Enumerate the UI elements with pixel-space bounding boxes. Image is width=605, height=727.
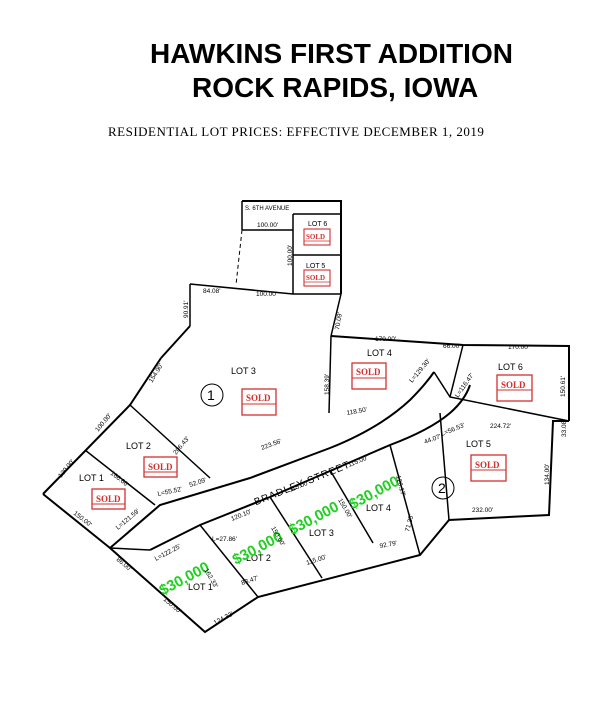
svg-text:166.66': 166.66' bbox=[109, 470, 130, 489]
svg-text:124.32': 124.32' bbox=[213, 611, 235, 627]
svg-text:150.61': 150.61' bbox=[560, 376, 567, 397]
sold-badge: SOLD bbox=[303, 269, 331, 287]
svg-text:100.00': 100.00' bbox=[256, 291, 277, 298]
block-1-marker bbox=[200, 383, 224, 407]
avenue-label: S. 6TH AVENUE bbox=[245, 206, 289, 212]
sold-badge: SOLD bbox=[91, 488, 126, 510]
svg-text:84.08': 84.08' bbox=[203, 288, 221, 295]
svg-text:SOLD: SOLD bbox=[96, 494, 121, 504]
block1-lot3-label: LOT 3 bbox=[231, 366, 256, 376]
svg-text:SOLD: SOLD bbox=[246, 393, 271, 403]
svg-text:150.00': 150.00' bbox=[162, 596, 183, 615]
sold-badge: SOLD bbox=[303, 228, 331, 246]
block2-lot3-label: LOT 3 bbox=[309, 528, 334, 538]
block1-lot4-label: LOT 4 bbox=[367, 348, 392, 358]
sold-badge: SOLD bbox=[241, 388, 277, 416]
svg-text:120.00': 120.00' bbox=[57, 459, 76, 480]
svg-text:115.00': 115.00' bbox=[305, 554, 327, 567]
block1-lot5-label: LOT 5 bbox=[306, 263, 325, 270]
block2-lot2-label: LOT 2 bbox=[246, 553, 271, 563]
block-1-number: 1 bbox=[207, 387, 215, 403]
svg-text:L=121.59': L=121.59' bbox=[115, 508, 141, 532]
svg-text:83.47': 83.47' bbox=[240, 575, 259, 587]
sold-badge: SOLD bbox=[470, 454, 507, 482]
svg-text:71.35': 71.35' bbox=[404, 514, 415, 533]
block2-lot4-label: LOT 4 bbox=[366, 503, 391, 513]
svg-text:SOLD: SOLD bbox=[356, 367, 381, 377]
svg-text:70.09': 70.09' bbox=[334, 312, 344, 330]
svg-text:118.50': 118.50' bbox=[346, 406, 368, 416]
block-2-marker bbox=[431, 476, 455, 500]
svg-text:134.00': 134.00' bbox=[544, 464, 551, 485]
svg-text:SOLD: SOLD bbox=[475, 460, 500, 470]
sold-badge: SOLD bbox=[351, 362, 387, 390]
svg-text:L=55.52': L=55.52' bbox=[157, 486, 183, 498]
map-subtitle: RESIDENTIAL LOT PRICES: EFFECTIVE DECEMB… bbox=[108, 124, 485, 139]
svg-text:232.00': 232.00' bbox=[472, 507, 493, 514]
block2-lot1-label: LOT 1 bbox=[188, 582, 213, 592]
block2-lot5-label: LOT 5 bbox=[466, 439, 491, 449]
svg-text:90.91': 90.91' bbox=[183, 300, 190, 318]
svg-text:224.72': 224.72' bbox=[490, 423, 511, 430]
map-title-line-1: HAWKINS FIRST ADDITION bbox=[150, 38, 513, 69]
svg-text:SOLD: SOLD bbox=[501, 380, 526, 390]
svg-text:170.00': 170.00' bbox=[508, 344, 529, 351]
block-2-number: 2 bbox=[438, 480, 446, 496]
svg-text:158.39': 158.39' bbox=[324, 374, 331, 395]
block1-lot1-label: LOT 1 bbox=[79, 473, 104, 483]
sold-badge: SOLD bbox=[496, 374, 533, 402]
svg-text:223.56': 223.56' bbox=[260, 438, 282, 452]
svg-text:SOLD: SOLD bbox=[306, 233, 325, 241]
svg-text:100.00': 100.00' bbox=[287, 245, 294, 266]
block1-lot2-label: LOT 2 bbox=[126, 441, 151, 451]
svg-text:92.79': 92.79' bbox=[379, 540, 397, 550]
block2-lot6-label: LOT 6 bbox=[498, 362, 523, 372]
svg-text:100.00': 100.00' bbox=[257, 222, 278, 229]
avenue-outline bbox=[242, 200, 342, 294]
svg-text:100.00': 100.00' bbox=[94, 413, 113, 434]
svg-text:L=56.53': L=56.53' bbox=[440, 422, 466, 438]
lot-boundaries bbox=[42, 200, 570, 634]
sold-badge: SOLD bbox=[143, 456, 178, 478]
svg-text:44.07': 44.07' bbox=[423, 433, 442, 446]
svg-text:170.00': 170.00' bbox=[375, 336, 396, 343]
block1-lot6-label: LOT 6 bbox=[308, 221, 327, 228]
map-title-line-2: ROCK RAPIDS, IOWA bbox=[192, 72, 479, 103]
svg-text:SOLD: SOLD bbox=[306, 274, 325, 282]
svg-text:66.00': 66.00' bbox=[443, 343, 461, 350]
svg-text:L=27.86': L=27.86' bbox=[212, 536, 237, 543]
svg-text:SOLD: SOLD bbox=[148, 462, 173, 472]
svg-text:86.00': 86.00' bbox=[115, 556, 133, 573]
price-tag: $30,000 bbox=[157, 559, 213, 599]
dimension-labels: 100.00' 100.00' 84.08' 100.00' 90.91' 70… bbox=[57, 222, 568, 627]
svg-text:33.08': 33.08' bbox=[561, 419, 568, 437]
svg-text:52.09': 52.09' bbox=[188, 477, 207, 489]
svg-text:115.00': 115.00' bbox=[347, 455, 369, 469]
